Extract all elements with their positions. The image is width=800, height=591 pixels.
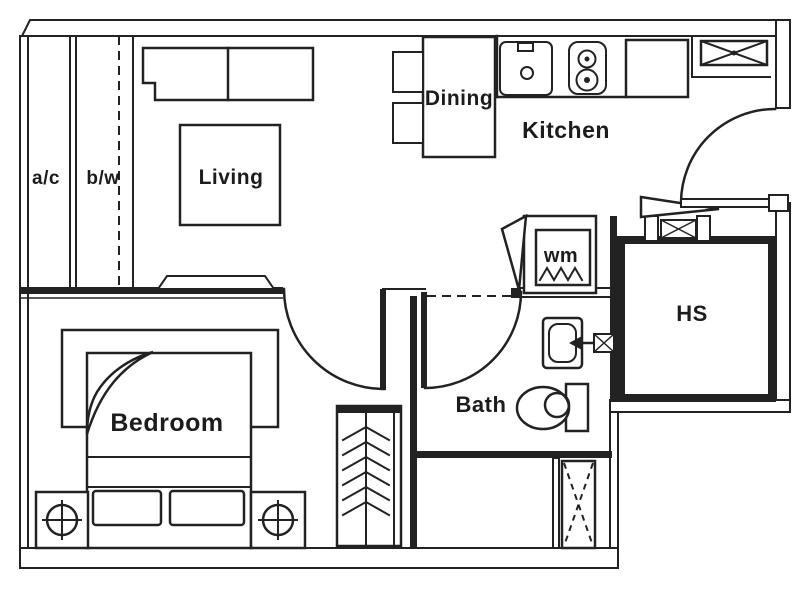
wall-bath-bottom bbox=[410, 451, 612, 458]
living-room: Living bbox=[141, 46, 315, 290]
pillow-right bbox=[168, 489, 246, 527]
basin-icon bbox=[541, 316, 584, 370]
dining-table bbox=[421, 35, 497, 159]
wall-right-upper bbox=[775, 19, 791, 109]
wall-kitchen-hs bbox=[610, 216, 617, 402]
washing-machine-zigzag bbox=[538, 266, 584, 282]
coffee-table bbox=[178, 123, 282, 227]
wall-living-bedroom bbox=[20, 287, 283, 294]
nightstand-right bbox=[249, 490, 307, 550]
outer-walls bbox=[19, 19, 791, 569]
hs-label: HS bbox=[676, 301, 708, 326]
bedroom-label: Bedroom bbox=[110, 409, 223, 437]
stove-icon bbox=[568, 41, 607, 95]
service-area: wm bbox=[500, 213, 598, 298]
dining-area: Dining bbox=[392, 35, 497, 159]
bw-label: b/w bbox=[86, 168, 119, 189]
kitchen-label: Kitchen bbox=[522, 117, 610, 143]
kitchen-cabinet bbox=[624, 38, 690, 99]
tv-console bbox=[156, 275, 276, 290]
nightstand-left bbox=[34, 490, 90, 550]
pillow-left bbox=[91, 489, 163, 527]
household-shelter: HS bbox=[617, 195, 776, 402]
wall-hall-bath bbox=[410, 296, 417, 548]
kitchen: Kitchen bbox=[495, 34, 771, 143]
washing-machine-inner bbox=[534, 228, 592, 287]
entrance-door-hinge bbox=[768, 194, 789, 212]
bedroom-door bbox=[282, 287, 386, 391]
dining-chair-top bbox=[392, 51, 424, 93]
bath-door-leaf bbox=[421, 292, 427, 388]
hs-walls bbox=[617, 236, 776, 402]
hs-door-jamb-right bbox=[696, 215, 711, 242]
ac-bw-strip: a/c b/w bbox=[32, 35, 134, 288]
ac-label: a/c bbox=[32, 168, 60, 189]
toilet-icon bbox=[515, 382, 590, 433]
bedroom: Bedroom bbox=[34, 328, 403, 550]
hanger-chevrons bbox=[341, 425, 391, 517]
hs-vent-box-icon bbox=[660, 219, 697, 239]
sink-icon bbox=[499, 41, 553, 96]
dining-label: Dining bbox=[425, 87, 493, 110]
bathroom: Bath bbox=[456, 316, 615, 550]
lamp-symbol bbox=[42, 500, 82, 540]
bedroom-door-arc bbox=[282, 287, 386, 391]
bath-door bbox=[421, 290, 523, 390]
entrance-door-leaf bbox=[680, 198, 772, 208]
shaft-wall bbox=[552, 457, 560, 549]
vent-shaft-icon bbox=[560, 459, 597, 550]
hs-door-jamb-left bbox=[644, 215, 659, 242]
wall-top bbox=[20, 19, 789, 37]
wall-right-mid bbox=[775, 202, 791, 401]
wall-bottom bbox=[19, 547, 619, 569]
entrance-door bbox=[679, 107, 789, 212]
bath-door-arc bbox=[423, 290, 523, 390]
dining-chair-bottom bbox=[392, 102, 424, 144]
entrance-door-arc bbox=[679, 107, 777, 205]
blanket-fold bbox=[85, 350, 154, 435]
lamp-symbol bbox=[258, 500, 298, 540]
top-vent-box-icon bbox=[699, 39, 769, 67]
bath-label: Bath bbox=[456, 392, 507, 417]
service-door-hinge bbox=[511, 288, 521, 298]
wall-right-lower bbox=[609, 411, 619, 549]
wardrobe bbox=[335, 404, 403, 548]
service-door-leaf bbox=[500, 213, 528, 291]
wm-label: wm bbox=[543, 245, 578, 267]
wall-vent-box-icon bbox=[593, 333, 615, 353]
living-label: Living bbox=[199, 166, 264, 189]
bedroom-door-leaf bbox=[380, 289, 386, 390]
